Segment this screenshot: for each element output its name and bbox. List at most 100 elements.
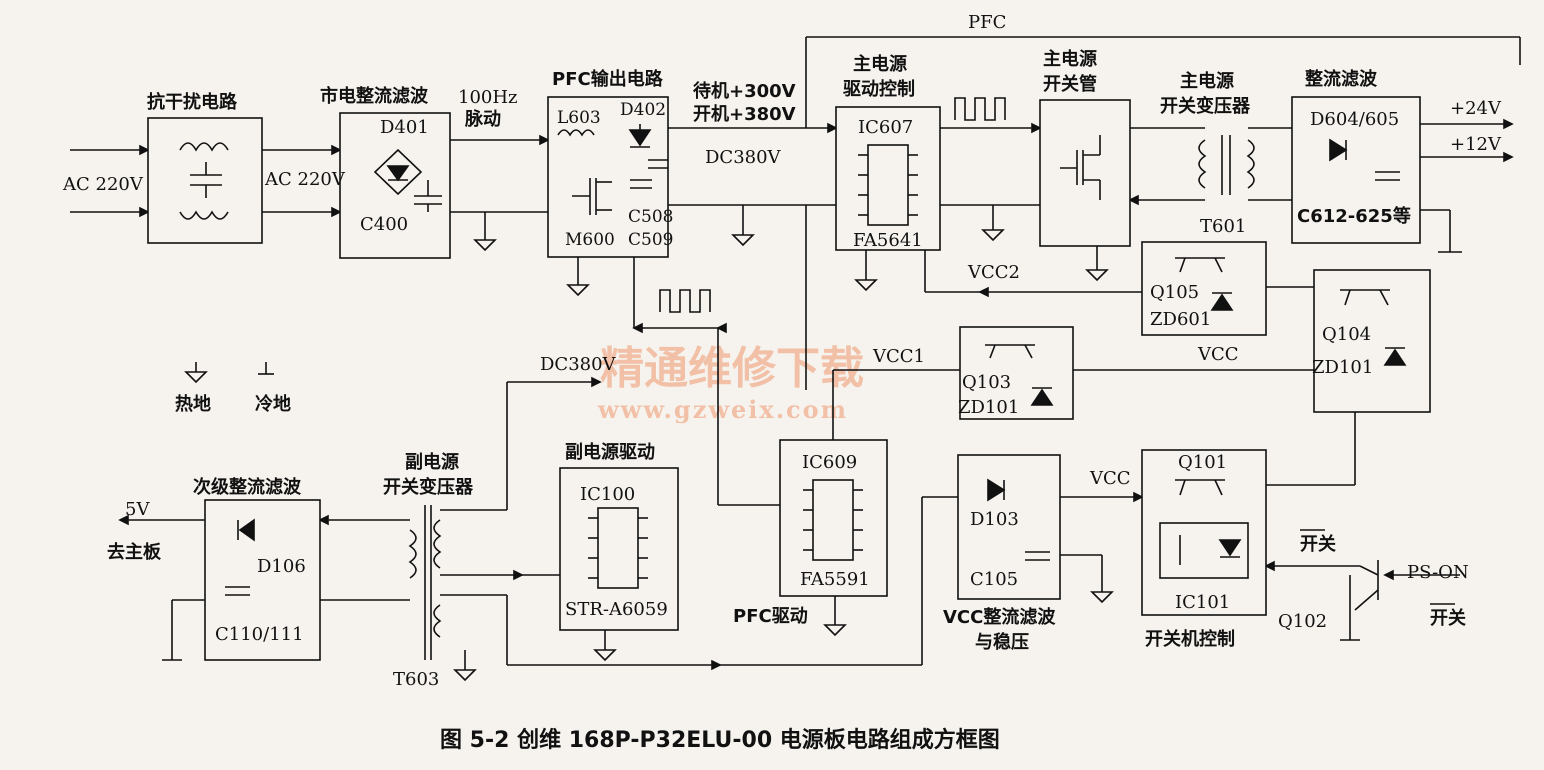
drv-title1: 主电源 <box>853 53 907 75</box>
mosfet-icon <box>1060 135 1101 200</box>
sec-title: 次级整流滤波 <box>193 476 302 498</box>
sw-on-label: 开关 <box>1300 533 1336 555</box>
pfc-drive-label: PFC驱动 <box>733 606 808 627</box>
ctrl-parts-icon <box>1159 479 1249 579</box>
d604-label: D604/605 <box>1310 109 1399 130</box>
c509-label: C509 <box>628 230 673 250</box>
fa5641-label: FA5641 <box>853 230 923 251</box>
vcc-low-label: VCC <box>1089 468 1131 489</box>
rectifier-box <box>339 112 451 259</box>
on-label: 开机+380V <box>693 104 796 125</box>
dc380b-label: DC380V <box>540 354 617 375</box>
q103-box <box>959 326 1074 420</box>
ic100-label: IC100 <box>580 484 635 505</box>
ac-in-label: AC 220V <box>62 174 144 195</box>
sw-off-label: 开关 <box>1430 607 1466 629</box>
q102-transistor-icon <box>1354 560 1379 611</box>
ic607-label: IC607 <box>858 117 913 138</box>
emi-title: 抗干扰电路 <box>147 91 238 113</box>
vcc-reg-box <box>957 454 1061 600</box>
ic101-label: IC101 <box>1175 592 1230 613</box>
square-wave-icon <box>659 97 1006 313</box>
t601-label: T601 <box>1200 216 1246 237</box>
figure-caption: 图 5-2 创维 168P-P32ELU-00 电源板电路组成方框图 <box>440 727 1000 753</box>
q104-box <box>1313 269 1431 413</box>
output-diode-icon <box>1329 138 1400 181</box>
q105-label: Q105 <box>1150 282 1199 303</box>
aux-transformer-icon <box>408 505 442 660</box>
ic609-label: IC609 <box>802 452 857 473</box>
v12-label: +12V <box>1450 134 1502 155</box>
to-main-label: 去主板 <box>107 541 162 563</box>
drv-title2: 驱动控制 <box>843 78 915 100</box>
q101-label: Q101 <box>1178 452 1227 473</box>
watermark-text: 精通维修下载 <box>600 343 864 394</box>
vcc1-label: VCC1 <box>872 346 925 367</box>
ic609-chip-icon <box>803 479 863 561</box>
ac-mid-label: AC 220V <box>264 169 346 190</box>
c612-label: C612-625等 <box>1297 205 1411 227</box>
emi-coil-icon <box>179 142 229 220</box>
main-drive-box <box>835 106 941 251</box>
c508-label: C508 <box>628 207 673 227</box>
main-switch-box <box>1039 99 1131 247</box>
optocoupler-icons <box>985 257 1407 406</box>
pulse-label: 脉动 <box>464 108 501 130</box>
str-label: STR-A6059 <box>565 599 668 620</box>
ic609-box <box>779 439 888 597</box>
rect-title: 市电整流滤波 <box>320 85 429 107</box>
pfc-title: PFC输出电路 <box>552 68 664 90</box>
ic100-chip-icon <box>588 507 648 589</box>
emi-filter-box <box>147 117 263 244</box>
legend-ground-icons <box>184 362 274 384</box>
secondary-rect-box <box>204 499 321 661</box>
hot-ground-legend: 热地 <box>175 393 211 415</box>
secondary-parts-icon <box>225 518 255 596</box>
d106-label: D106 <box>257 556 306 577</box>
output-rectifier-box <box>1291 96 1421 244</box>
ic100-box <box>559 467 679 631</box>
c105-label: C105 <box>970 569 1018 590</box>
hot-grounds <box>453 229 1360 682</box>
d401-label: D401 <box>380 117 429 138</box>
out-title: 整流滤波 <box>1304 68 1378 90</box>
c400-label: C400 <box>360 214 408 235</box>
vcc2-label: VCC2 <box>967 262 1020 283</box>
q103-label: Q103 <box>962 372 1011 393</box>
sw-title1: 主电源 <box>1043 48 1097 70</box>
vcc-reg-parts-icon <box>987 478 1050 561</box>
ic100-title: 副电源驱动 <box>565 441 655 463</box>
standby-label: 待机+300V <box>693 80 796 102</box>
hz-label: 100Hz <box>458 87 518 108</box>
pfc-box <box>547 96 669 258</box>
zd101b-label: ZD101 <box>1312 357 1373 378</box>
q104-label: Q104 <box>1322 324 1371 345</box>
c110-label: C110/111 <box>215 624 304 645</box>
m600-label: M600 <box>565 230 615 250</box>
fa5591-label: FA5591 <box>800 569 870 590</box>
d402-label: D402 <box>620 100 666 120</box>
pfc-top-label: PFC <box>968 12 1006 33</box>
main-transformer-icon <box>1198 135 1255 195</box>
t603-title1: 副电源 <box>405 451 459 473</box>
d103-label: D103 <box>970 509 1019 530</box>
watermark-url: www.gzweix.com <box>597 395 848 424</box>
sw-title2: 开关管 <box>1043 73 1097 95</box>
zd101a-label: ZD101 <box>958 397 1019 418</box>
dc380-label: DC380V <box>705 147 782 168</box>
vcc-mid-label: VCC <box>1197 344 1239 365</box>
power-ctrl-box <box>1141 449 1267 616</box>
ctrl-title: 开关机控制 <box>1145 628 1235 650</box>
ic607-chip-icon <box>858 144 918 226</box>
vccreg-title1: VCC整流滤波 <box>943 606 1056 628</box>
ps-on-label: PS-ON <box>1407 562 1469 583</box>
q102-label: Q102 <box>1278 611 1327 632</box>
xfmr-title2: 开关变压器 <box>1160 95 1251 117</box>
pfc-parts-icon <box>557 124 668 215</box>
top-wires <box>70 36 1521 671</box>
xfmr-title1: 主电源 <box>1180 70 1234 92</box>
zd601-label: ZD601 <box>1150 309 1211 330</box>
vccreg-title2: 与稳压 <box>975 631 1029 653</box>
